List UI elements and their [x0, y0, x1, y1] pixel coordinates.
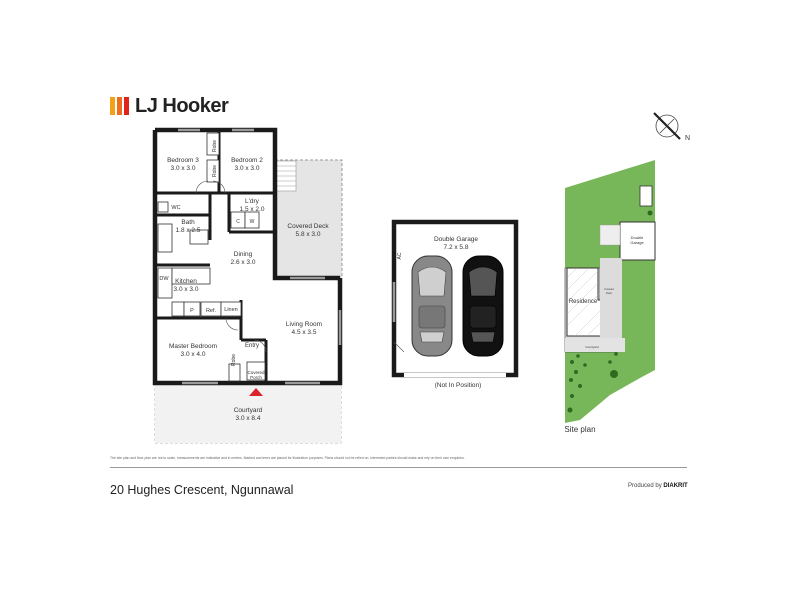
site-plan: [564, 160, 656, 423]
fridge-label: Ref.: [206, 308, 217, 314]
master-bedroom-size: 3.0 x 4.0: [181, 351, 206, 358]
covered-porch-label-2: Porch: [250, 375, 262, 380]
footer-divider: [110, 467, 687, 468]
car-icon-2: [462, 255, 504, 357]
garage-label: Double Garage: [434, 236, 478, 243]
property-address: 20 Hughes Crescent, Ngunnawal: [110, 483, 294, 497]
living-room-label: Living Room: [286, 321, 322, 328]
car-icon: [411, 255, 453, 357]
linen-label: Linen: [224, 307, 237, 313]
compass-icon: [653, 112, 681, 140]
site-courtyard-label: Courtyard: [585, 345, 599, 349]
bedroom2-size: 3.0 x 3.0: [235, 165, 260, 172]
dining-label: Dining: [234, 251, 253, 258]
fixtures: [157, 132, 266, 382]
master-bedroom-label: Master Bedroom: [169, 343, 217, 350]
entry-arrow-icon: [249, 388, 263, 396]
dining-size: 2.6 x 3.0: [231, 259, 256, 266]
cupboard-label: C: [236, 219, 240, 225]
deck-stairs: [275, 160, 297, 192]
producer-prefix: Produced by: [628, 483, 662, 489]
courtyard-size: 3.0 x 8.4: [236, 415, 261, 422]
site-garage-label-1: Double: [631, 235, 644, 240]
covered-deck-label: Covered Deck: [287, 223, 329, 230]
covered-porch-label-1: Covered: [247, 370, 265, 375]
site-plan-label: Site plan: [564, 425, 595, 434]
garage-size: 7.2 x 5.8: [444, 244, 469, 251]
disclaimer-text: The site plan and floor plan are not to …: [110, 456, 465, 460]
site-garage-label-2: Garage: [630, 240, 644, 245]
producer-name: DIAKRIT: [663, 483, 688, 489]
robe-label-2: Robe: [212, 165, 218, 177]
site-deck-label-1: Covered: [604, 288, 614, 291]
living-room-size: 4.5 x 3.5: [292, 329, 317, 336]
kitchen-label: Kitchen: [175, 278, 197, 285]
laundry-size: 1.5 x 2.0: [240, 206, 265, 213]
garage-ac-label: AC: [397, 252, 403, 259]
covered-deck-size: 5.8 x 3.0: [296, 231, 321, 238]
double-garage: [391, 219, 519, 378]
brand-name: LJ Hooker: [135, 94, 229, 117]
entry-label: Entry: [245, 343, 259, 349]
bedroom2-label: Bedroom 2: [231, 157, 263, 164]
site-deck-label-2: Deck: [606, 292, 612, 295]
courtyard-label: Courtyard: [234, 407, 263, 414]
wc-label: WC: [171, 205, 180, 211]
bedroom3-size: 3.0 x 3.0: [171, 165, 196, 172]
windows: [178, 128, 342, 385]
robe-label: Robe: [212, 140, 218, 152]
producer-credit: Produced by DIAKRIT: [628, 483, 688, 489]
garage-note: (Not In Position): [435, 382, 482, 389]
brand-logo: LJ Hooker: [110, 94, 229, 117]
laundry-label: L'dry: [245, 198, 260, 205]
pantry-label: P: [190, 308, 194, 314]
washer-label: W: [250, 219, 255, 225]
kitchen-size: 3.0 x 3.0: [174, 286, 199, 293]
courtyard-area: [154, 383, 342, 444]
door-swings: [195, 180, 267, 353]
site-residence-label: Residence: [569, 299, 598, 305]
bath-label: Bath: [181, 219, 195, 226]
bedroom3-label: Bedroom 3: [167, 157, 199, 164]
compass-north-label: N: [685, 135, 690, 142]
master-robe-label: Robe: [231, 354, 237, 366]
bath-size: 1.8 x 2.5: [176, 227, 201, 234]
dishwasher-label: DW: [159, 276, 169, 282]
logo-mark-icon: [110, 97, 129, 115]
